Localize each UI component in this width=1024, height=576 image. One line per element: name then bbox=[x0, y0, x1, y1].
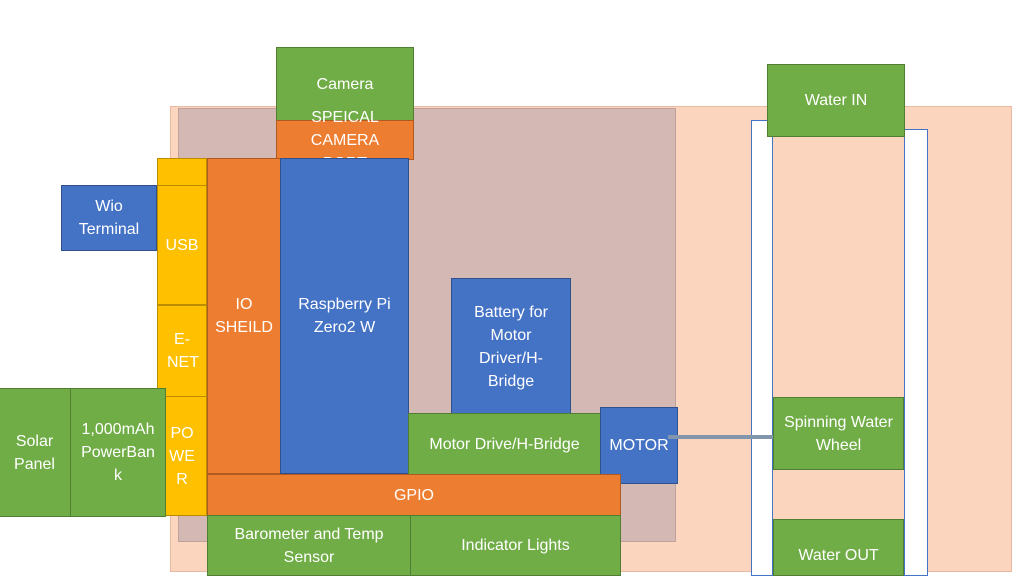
wio-terminal-box: Wio Terminal bbox=[61, 185, 157, 251]
spinning-water-wheel-label: Spinning Water Wheel bbox=[784, 413, 893, 454]
power-port-label: PO WE R bbox=[169, 424, 195, 488]
gpio-box: GPIO bbox=[207, 474, 621, 516]
motor-shaft bbox=[668, 435, 792, 439]
water-pipe-right bbox=[904, 129, 928, 576]
powerbank-box: 1,000mAh PowerBan k bbox=[70, 388, 166, 517]
usb-port-box: USB bbox=[157, 185, 207, 305]
water-out-box: Water OUT bbox=[773, 519, 904, 576]
water-in-box: Water IN bbox=[767, 64, 905, 137]
enet-port-label: E-NET bbox=[167, 331, 199, 371]
barometer-box: Barometer and Temp Sensor bbox=[207, 515, 411, 576]
io-shield-label: IO SHEILD bbox=[215, 296, 273, 336]
battery-box: Battery for Motor Driver/H-Bridge bbox=[451, 278, 571, 415]
battery-label: Battery for Motor Driver/H-Bridge bbox=[474, 303, 548, 390]
wio-terminal-label: Wio Terminal bbox=[78, 198, 140, 238]
indicator-lights-box: Indicator Lights bbox=[410, 515, 621, 576]
io-shield-box: IO SHEILD bbox=[207, 158, 281, 474]
water-pipe-left bbox=[751, 120, 773, 576]
water-out-label: Water OUT bbox=[798, 547, 879, 564]
solar-panel-box: Solar Panel bbox=[0, 388, 71, 517]
enet-port-box: E-NET bbox=[157, 305, 207, 397]
powerbank-label: 1,000mAh PowerBan k bbox=[81, 421, 155, 484]
motor-drive-label: Motor Drive/H-Bridge bbox=[429, 435, 580, 453]
barometer-label: Barometer and Temp Sensor bbox=[234, 525, 384, 566]
motor-label: MOTOR bbox=[609, 437, 669, 454]
special-camera-port-box: SPEICAL CAMERA PORT bbox=[276, 109, 414, 172]
motor-drive-box: Motor Drive/H-Bridge bbox=[408, 413, 601, 475]
raspberry-pi-label: Raspberry Pi Zero2 W bbox=[298, 296, 391, 336]
solar-panel-label: Solar Panel bbox=[14, 432, 55, 473]
gpio-label: GPIO bbox=[393, 486, 434, 504]
indicator-lights-label: Indicator Lights bbox=[461, 537, 570, 554]
camera-label: Camera bbox=[316, 75, 374, 93]
raspberry-pi-box: Raspberry Pi Zero2 W bbox=[280, 158, 409, 474]
port-column-top bbox=[157, 158, 207, 186]
spinning-water-wheel-box: Spinning Water Wheel bbox=[773, 397, 904, 470]
water-in-label: Water IN bbox=[804, 92, 868, 109]
motor-box: MOTOR bbox=[600, 407, 678, 484]
usb-port-label: USB bbox=[165, 236, 199, 254]
